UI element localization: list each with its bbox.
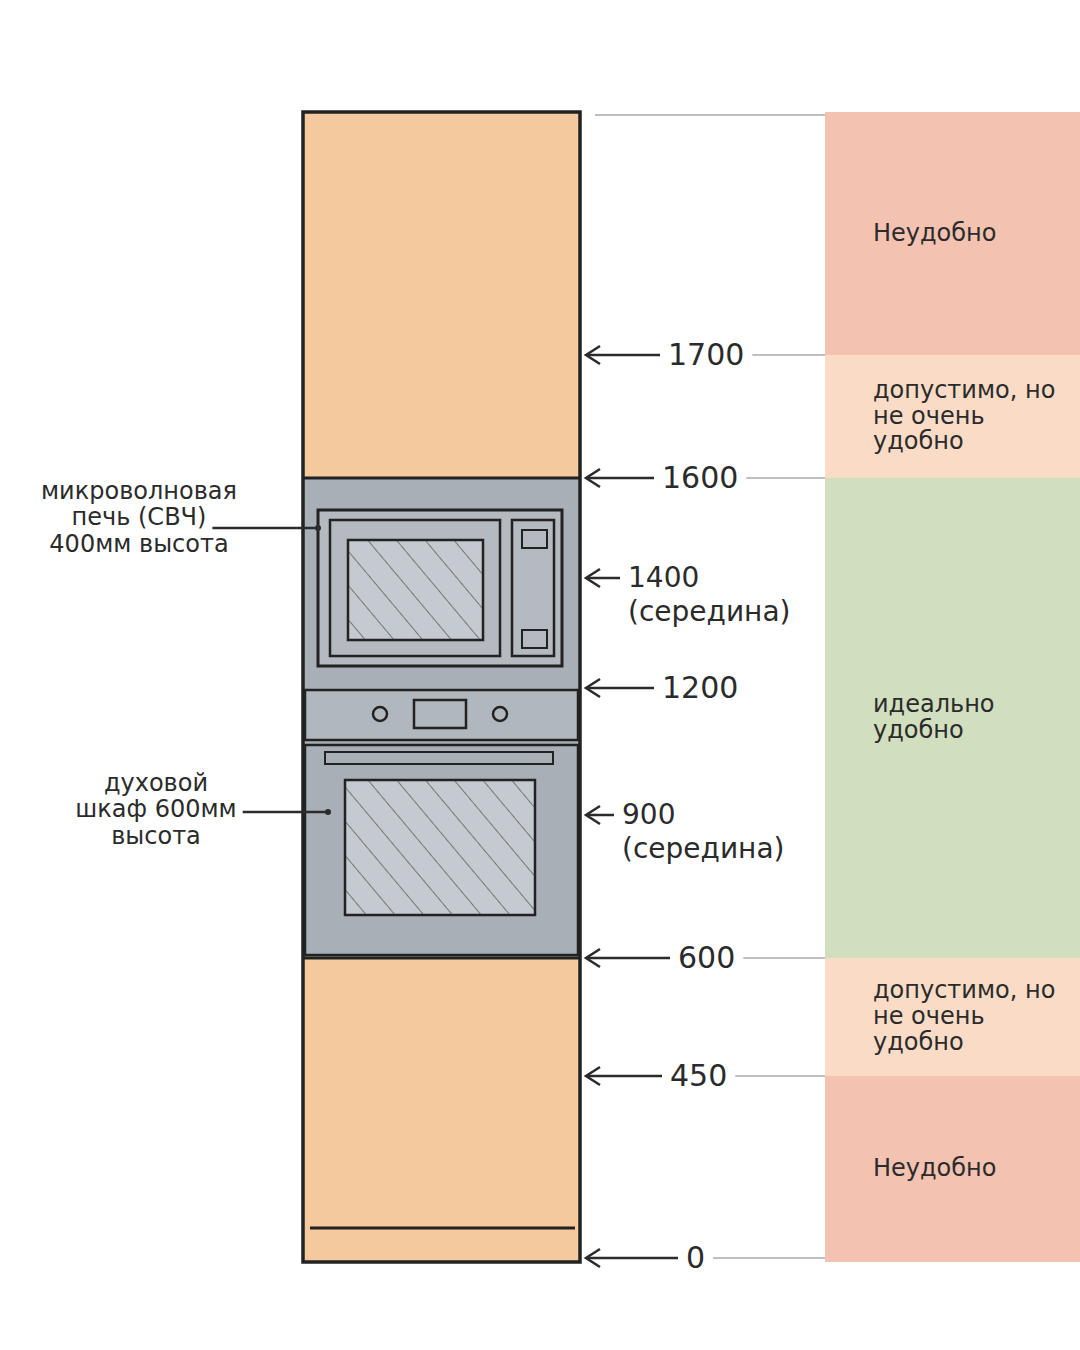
comfort-band: Неудобно xyxy=(825,1076,1080,1262)
appliance-block xyxy=(303,478,580,958)
oven-handle xyxy=(325,752,553,764)
level-line xyxy=(746,477,825,479)
plinth-line xyxy=(310,1227,575,1230)
microwave-window xyxy=(348,540,483,640)
arrowhead xyxy=(586,1067,600,1085)
arrowhead xyxy=(586,1249,600,1267)
level-arrow xyxy=(588,354,660,357)
arrowhead xyxy=(586,346,600,364)
level-arrow xyxy=(588,1257,678,1260)
appliance-callout: микроволновая печь (СВЧ) 400мм высота xyxy=(28,478,250,557)
band-label: допустимо, но не очень удобно xyxy=(873,378,1063,456)
band-label: идеально удобно xyxy=(873,692,1063,744)
height-mark: 900 (середина) xyxy=(622,798,827,866)
microwave-button xyxy=(522,530,547,548)
oven-display xyxy=(414,700,466,728)
microwave-panel xyxy=(512,520,554,656)
arrowhead xyxy=(586,949,600,967)
arrowhead xyxy=(586,679,600,697)
leader-dot xyxy=(325,809,331,815)
height-mark: 600 xyxy=(678,941,735,975)
level-line xyxy=(752,354,825,356)
window-hatch xyxy=(345,780,535,915)
appliance-callout: духовой шкаф 600мм высота xyxy=(70,770,242,849)
comfort-band: допустимо, но не очень удобно xyxy=(825,958,1080,1076)
comfort-band: допустимо, но не очень удобно xyxy=(825,355,1080,478)
level-arrow xyxy=(588,477,654,480)
leader-line xyxy=(243,811,328,814)
level-arrow xyxy=(588,814,614,817)
cabinet-outline xyxy=(303,112,580,1262)
dynamic-lines xyxy=(212,116,862,1267)
height-mark: 1200 xyxy=(662,671,738,705)
leader-dot xyxy=(315,525,321,531)
oven-knob xyxy=(373,707,387,721)
arrowhead xyxy=(586,806,600,824)
level-arrow xyxy=(588,1075,662,1078)
arrowhead xyxy=(586,569,600,587)
leader-line xyxy=(212,527,318,530)
band-label: допустимо, но не очень удобно xyxy=(873,978,1063,1056)
comfort-band: идеально удобно xyxy=(825,478,1080,958)
oven-window xyxy=(345,780,535,915)
window-hatch xyxy=(348,540,483,640)
comfort-band: Неудобно xyxy=(825,112,1080,355)
height-mark: 450 xyxy=(670,1059,727,1093)
height-mark: 1700 xyxy=(668,338,744,372)
height-mark: 1600 xyxy=(662,461,738,495)
height-mark: 1400 (середина) xyxy=(628,561,833,629)
microwave-door xyxy=(330,520,500,656)
level-line xyxy=(713,1257,825,1259)
cabinet-body xyxy=(303,112,580,1262)
level-line xyxy=(735,1075,825,1077)
height-mark: 0 xyxy=(686,1241,705,1275)
microwave xyxy=(318,510,562,666)
level-line xyxy=(595,114,825,116)
oven-knob xyxy=(493,707,507,721)
level-arrow xyxy=(588,957,670,960)
level-line xyxy=(743,957,825,959)
level-arrow xyxy=(588,687,654,690)
shelf-line xyxy=(303,957,580,960)
oven-control-strip xyxy=(305,690,578,740)
band-label: Неудобно xyxy=(873,221,1063,247)
band-label: Неудобно xyxy=(873,1156,1063,1182)
level-arrow xyxy=(588,577,620,580)
oven-door xyxy=(305,745,578,955)
shelf-line xyxy=(303,477,580,480)
arrowhead xyxy=(586,469,600,487)
microwave-button xyxy=(522,630,547,648)
